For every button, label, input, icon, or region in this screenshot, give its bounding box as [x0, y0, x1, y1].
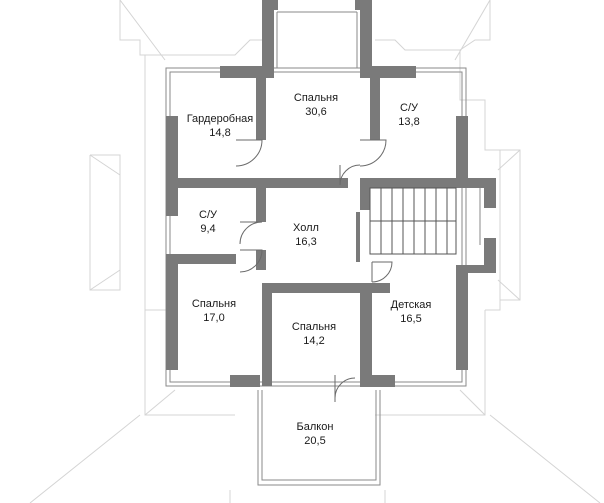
room-bedroom-left-name: Спальня	[192, 298, 236, 310]
room-bedroom-center-area: 14,2	[303, 335, 324, 347]
room-balcony-area: 20,5	[304, 435, 325, 447]
room-hall: Холл 16,3	[293, 222, 319, 248]
room-wardrobe: Гардеробная 14,8	[187, 113, 254, 139]
room-kids: Детская 16,5	[391, 299, 432, 325]
door-swings	[235, 139, 393, 402]
room-bath-top-name: С/У	[400, 102, 419, 114]
room-bedroom-left: Спальня 17,0	[192, 298, 236, 324]
room-bedroom-center: Спальня 14,2	[292, 321, 336, 347]
room-balcony-name: Балкон	[297, 421, 334, 433]
room-kids-name: Детская	[391, 299, 432, 311]
room-hall-name: Холл	[293, 222, 319, 234]
walls	[166, 0, 496, 387]
exterior-lines	[165, 11, 481, 486]
room-bath-top: С/У 13,8	[398, 102, 419, 128]
room-bedroom-top-name: Спальня	[294, 92, 338, 104]
room-bedroom-top-area: 30,6	[305, 106, 326, 118]
room-hall-area: 16,3	[295, 236, 316, 248]
staircase	[369, 187, 457, 255]
room-bath-left-area: 9,4	[200, 223, 215, 235]
room-wardrobe-name: Гардеробная	[187, 113, 254, 125]
room-wardrobe-area: 14,8	[209, 127, 230, 139]
room-kids-area: 16,5	[400, 313, 421, 325]
room-bedroom-top: Спальня 30,6	[294, 92, 338, 118]
room-bath-left-name: С/У	[199, 209, 218, 221]
room-bedroom-left-area: 17,0	[203, 312, 224, 324]
room-bedroom-center-name: Спальня	[292, 321, 336, 333]
room-bath-top-area: 13,8	[398, 116, 419, 128]
room-balcony: Балкон 20,5	[297, 421, 334, 447]
roof-outline	[29, 0, 601, 503]
room-bath-left: С/У 9,4	[199, 209, 218, 235]
